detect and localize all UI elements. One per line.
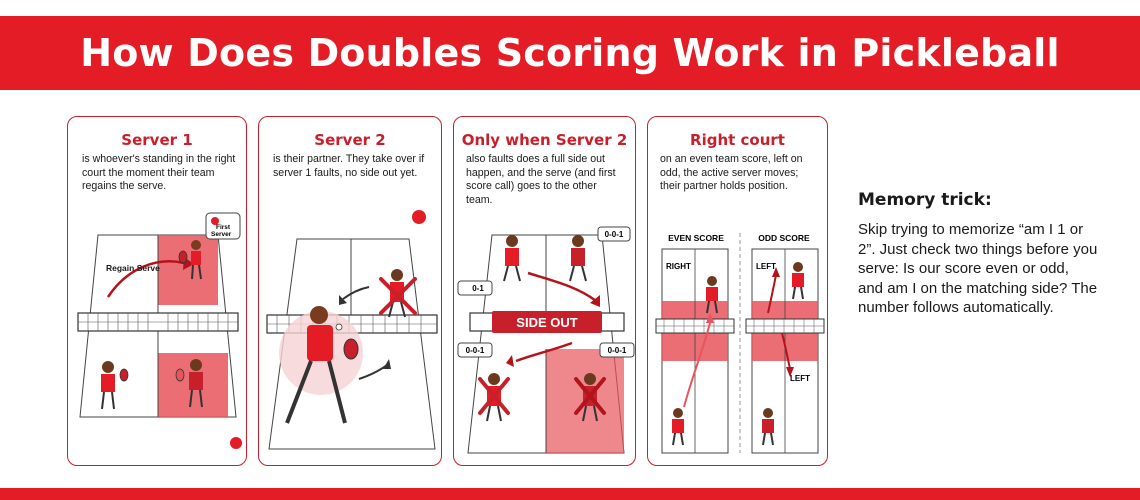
- card-text: is their partner. They take over if serv…: [273, 153, 425, 179]
- score-callout: 0-1: [472, 284, 484, 293]
- memory-heading: Memory trick:: [858, 190, 992, 210]
- score-callout: 0-0-1: [605, 230, 624, 239]
- even-server-player-bottom: [672, 408, 684, 446]
- odd-score-label: ODD SCORE: [758, 233, 810, 243]
- side-out-court-illustration: SIDE OUT 0-0-1 0-1 0-0-1 0-0-1: [457, 226, 635, 454]
- partner-player-left: [101, 361, 129, 410]
- pickleball-icon: [230, 437, 242, 449]
- card-title: Server 1: [121, 131, 193, 149]
- server-label: Server: [211, 231, 232, 238]
- first-label: First: [216, 224, 231, 231]
- card-side-out: Only when Server 2 also faults does a fu…: [453, 116, 636, 466]
- server-2-court-illustration: [266, 210, 438, 450]
- server-2-player: [285, 306, 359, 424]
- partner-player-right: [175, 359, 203, 408]
- card-server-2: Server 2 is their partner. They take ove…: [258, 116, 442, 466]
- even-server-player-top: [706, 276, 718, 314]
- card-title: Right court: [690, 131, 785, 149]
- right-label: RIGHT: [666, 262, 691, 271]
- left-label-bottom: LEFT: [790, 374, 810, 383]
- receiving-player-left: [503, 235, 521, 282]
- side-out-banner: [492, 311, 602, 333]
- footer-bar: [0, 488, 1140, 500]
- fault-x-icon: [379, 277, 417, 315]
- fault-x-icon: [478, 377, 510, 415]
- receiving-player-right: [569, 235, 587, 282]
- pickleball-icon: [412, 210, 426, 224]
- regain-serve-label: Regain Serve: [106, 263, 160, 273]
- server-1-faulted-player: [388, 269, 406, 318]
- left-label-top: LEFT: [756, 262, 776, 271]
- memory-text: Skip trying to memorize “am I 1 or 2”. J…: [858, 221, 1098, 316]
- fault-x-icon: [574, 377, 606, 415]
- card-server-1: Server 1 is whoever's standing in the ri…: [67, 116, 247, 466]
- card-text: on an even team score, left on odd, the …: [660, 153, 803, 193]
- title-banner: How Does Doubles Scoring Work in Pickleb…: [0, 16, 1140, 90]
- card-right-court: Right court on an even team score, left …: [647, 116, 828, 466]
- odd-server-player-top: [792, 262, 804, 300]
- odd-partner-player-bottom: [762, 408, 774, 446]
- card-text: also faults does a full side out happen,…: [466, 153, 616, 206]
- even-score-label: EVEN SCORE: [668, 233, 724, 243]
- page-title: How Does Doubles Scoring Work in Pickleb…: [80, 31, 1060, 75]
- memory-trick-panel: Memory trick: Skip trying to memorize “a…: [858, 190, 1098, 318]
- side-out-label: SIDE OUT: [516, 315, 577, 330]
- right-court-illustration: EVEN SCORE ODD SCORE RIGHT: [655, 233, 825, 454]
- card-title: Only when Server 2: [461, 131, 628, 149]
- server-1-court-illustration: Regain Serve First Server: [77, 212, 242, 449]
- score-callout: 0-0-1: [608, 346, 627, 355]
- card-text: is whoever's standing in the right court…: [82, 153, 236, 193]
- first-server-player: [178, 240, 202, 280]
- score-callout: 0-0-1: [466, 346, 485, 355]
- card-title: Server 2: [314, 131, 386, 149]
